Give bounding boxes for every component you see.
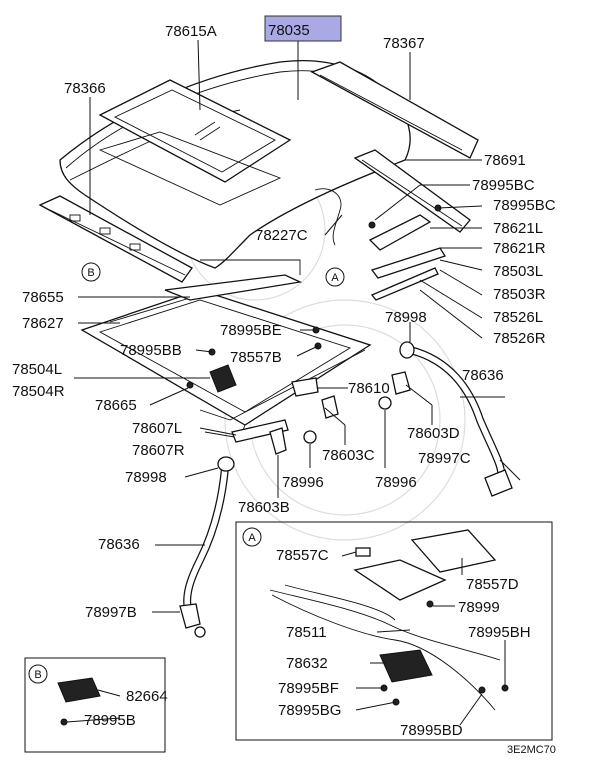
- part-label: 78995B: [84, 712, 136, 729]
- part-label: 78503L: [493, 263, 543, 280]
- part-label: 78999: [458, 599, 500, 616]
- part-label: 78615A: [165, 23, 217, 40]
- callout-a-box-text: A: [248, 532, 256, 544]
- callout-b-marker: B: [81, 262, 101, 282]
- highlight-78035: [264, 15, 342, 42]
- leader-lines: [66, 39, 521, 726]
- clip: [269, 371, 411, 455]
- part-label: 78603D: [407, 425, 460, 442]
- part-label: 78526R: [493, 330, 546, 347]
- part-label: 78607L: [132, 420, 182, 437]
- part-label: 78636: [462, 367, 504, 384]
- diagram-code: 3E2MC70: [507, 744, 556, 756]
- part-label: 78998: [385, 309, 427, 326]
- part-label: 78691: [484, 152, 526, 169]
- part-label: 78511: [286, 624, 327, 641]
- part-label: 78503R: [493, 286, 546, 303]
- callout-a-text: A: [331, 272, 339, 284]
- callout-b-box-text: B: [34, 669, 41, 681]
- roof-opening: [98, 131, 282, 206]
- watermark-emblem: [184, 159, 466, 541]
- callout-a-box-marker: A: [242, 527, 262, 547]
- rear-rail: [310, 61, 479, 159]
- part-label: 78636: [98, 536, 140, 553]
- part-label: 78621R: [493, 240, 546, 257]
- part-label: 78997C: [418, 450, 471, 467]
- part-label: 78996: [282, 474, 324, 491]
- part-label: 78995BG: [278, 702, 341, 719]
- part-label: 78557C: [276, 547, 329, 564]
- part-label: 78995BE: [220, 322, 282, 339]
- part-label: 78995BC: [493, 197, 556, 214]
- part-label: 78665: [95, 397, 137, 414]
- part-label: 78627: [22, 315, 64, 332]
- part-label: 78655: [22, 289, 64, 306]
- part-label: 78557D: [466, 576, 519, 593]
- part-label: 78035: [268, 22, 310, 39]
- screw-icon: [60, 718, 68, 726]
- part-label: 78995BB: [120, 342, 182, 359]
- part-label: 78504R: [12, 383, 65, 400]
- screw-icon: [186, 381, 194, 389]
- callout-a-marker: A: [325, 267, 345, 287]
- lower-bar: [231, 419, 289, 443]
- part-label: 78603C: [322, 447, 375, 464]
- motor-assembly: [269, 529, 509, 711]
- part-label: 78998: [125, 469, 167, 486]
- part-label: 78995BC: [472, 177, 535, 194]
- part-label: 78526L: [493, 309, 543, 326]
- part-label: 78995BD: [400, 722, 463, 739]
- bracket-78610: [291, 377, 319, 397]
- part-label: 78366: [64, 80, 106, 97]
- drain-hose-rear: [399, 341, 513, 497]
- drain-cable: [314, 188, 342, 246]
- part-label: 78607R: [132, 442, 185, 459]
- glass-panel: [98, 79, 292, 183]
- callout-b-text: B: [87, 267, 94, 279]
- detail-box-a: [235, 521, 553, 741]
- guide-bracket: [368, 214, 446, 301]
- drain-hose-front: [179, 456, 235, 638]
- part-label: 78367: [383, 35, 425, 52]
- part-label: 78621L: [493, 220, 543, 237]
- part-label: 78996: [375, 474, 417, 491]
- part-82664: [57, 677, 101, 703]
- sunroof-frame: [80, 259, 372, 439]
- part-label: 78997B: [85, 604, 137, 621]
- motor-block: [209, 364, 237, 393]
- part-label: 78632: [286, 655, 328, 672]
- part-label: 78504L: [12, 361, 62, 378]
- part-label: 78610: [348, 380, 390, 397]
- part-label: 78603B: [238, 499, 290, 516]
- part-label: 78995BH: [468, 624, 531, 641]
- part-label: 78995BF: [278, 680, 339, 697]
- callout-b-box-marker: B: [28, 664, 48, 684]
- part-label: 78557B: [230, 349, 282, 366]
- front-header: [38, 195, 193, 283]
- detail-box-b: [24, 657, 166, 753]
- part-label: 78227C: [255, 227, 308, 244]
- part-label: 82664: [126, 688, 168, 705]
